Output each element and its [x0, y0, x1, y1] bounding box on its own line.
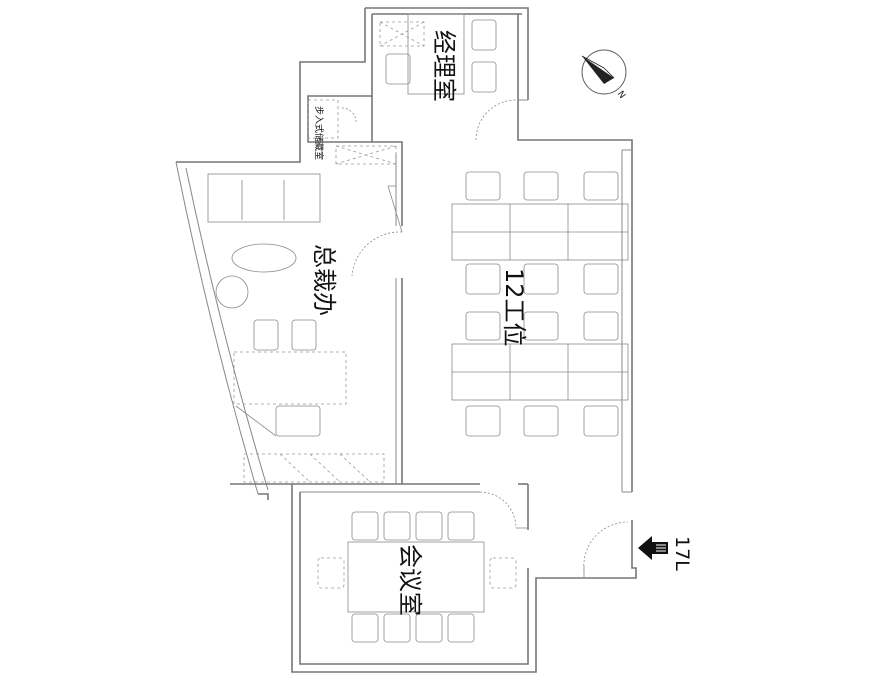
entrance-label: 17L	[671, 536, 693, 571]
workstation-furniture	[451, 171, 629, 437]
meeting-room-furniture	[317, 511, 517, 643]
room-label-ceo: 总裁办	[310, 244, 338, 316]
room-label-workstations: 12工位	[500, 268, 528, 347]
entrance-marker: 17L	[638, 536, 693, 571]
north-arrow: N	[581, 49, 627, 101]
room-label-manager: 经理室	[430, 30, 458, 102]
ceo-room-furniture	[207, 145, 397, 483]
partitions	[230, 14, 632, 493]
doors	[351, 99, 629, 578]
workstation-block-lower	[451, 311, 629, 437]
room-label-storage: 步入式储藏室	[313, 106, 325, 160]
north-label: N	[615, 89, 627, 100]
manager-room-furniture	[307, 13, 497, 139]
room-label-meeting: 会议室	[396, 544, 424, 616]
workstation-block-upper	[451, 171, 629, 295]
